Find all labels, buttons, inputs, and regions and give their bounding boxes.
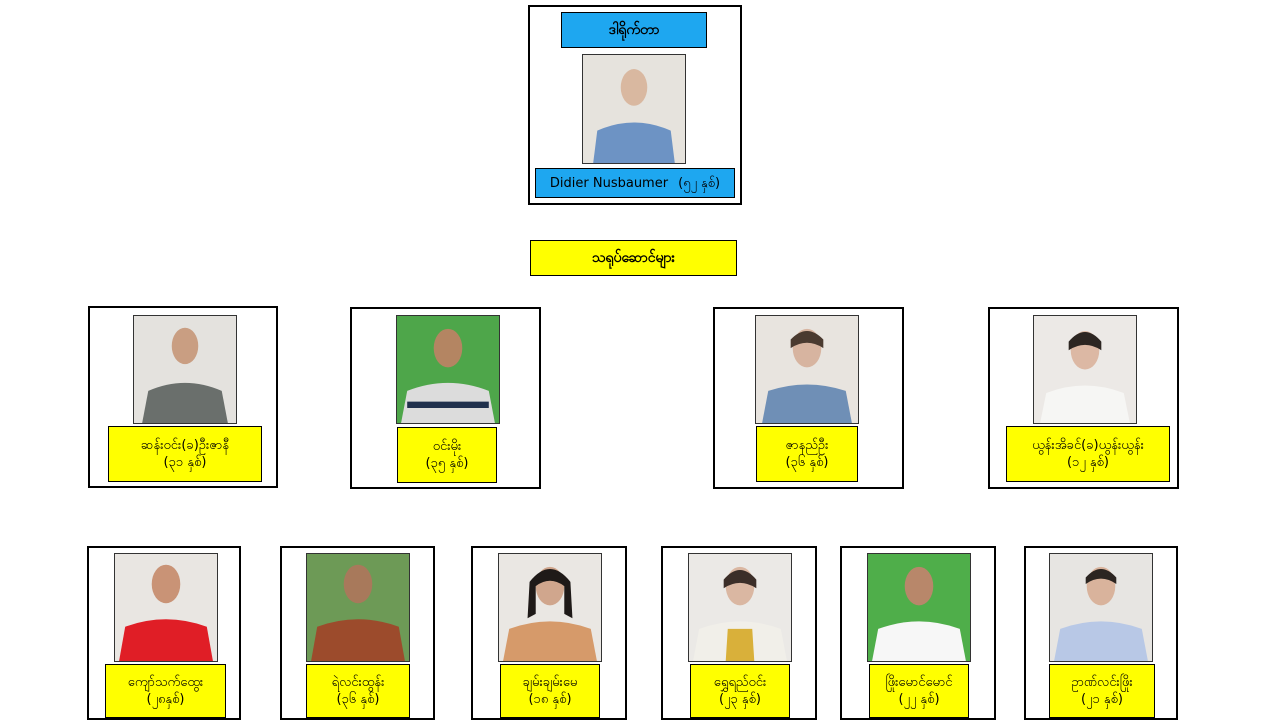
cast-label: ဆန်းဝင်း(ခ)ဦးဇာနီ (၃၁ နှစ်)	[108, 426, 262, 482]
person-photo-icon	[1050, 554, 1152, 661]
person-photo-icon	[583, 55, 685, 163]
director-card: ဒါရိုက်တာ Didier Nusbaumer (၅၂ နှစ်)	[528, 5, 742, 205]
director-photo	[582, 54, 686, 164]
cast-name: ဆန်းဝင်း(ခ)ဦးဇာနီ	[140, 438, 230, 453]
person-photo-icon	[307, 554, 409, 661]
cast-card-row1-2: ဝင်းမိုး (၃၅ နှစ်)	[350, 307, 541, 489]
cast-name: ဇာနည်ဦး	[785, 438, 829, 453]
person-photo-icon	[1034, 316, 1136, 423]
cast-photo	[114, 553, 218, 662]
director-age: (၅၂ နှစ်)	[678, 175, 721, 191]
cast-name: ဝင်းမိုး	[432, 439, 462, 454]
cast-name: ယွန်းအိခင်(ခ)ယွန်းယွန်း	[1032, 438, 1144, 453]
cast-card-row2-6: ဥာဏ်လင်းဖြိုး (၂၁ နှစ်)	[1024, 546, 1178, 720]
cast-age: (၁၂ နှစ်)	[1066, 455, 1109, 470]
cast-photo	[396, 315, 500, 424]
cast-card-row2-2: ရဲလင်းထွန်း (၃၆ နှစ်)	[280, 546, 435, 720]
cast-card-row2-3: ချမ်းချမ်းမေ (၁၈ နှစ်)	[471, 546, 627, 720]
cast-label: ယွန်းအိခင်(ခ)ယွန်းယွန်း (၁၂ နှစ်)	[1006, 426, 1170, 482]
cast-age: (၃၁ နှစ်)	[163, 455, 207, 470]
cast-name: ချမ်းချမ်းမေ	[522, 675, 578, 690]
cast-photo	[688, 553, 792, 662]
director-name: Didier Nusbaumer	[549, 175, 669, 191]
cast-age: (၃၅ နှစ်)	[425, 456, 469, 471]
cast-label: ချမ်းချမ်းမေ (၁၈ နှစ်)	[500, 664, 600, 718]
cast-photo	[1033, 315, 1137, 424]
cast-age: (၂၂ နှစ်)	[898, 692, 940, 707]
cast-name: ဖြိုးမောင်မောင်	[885, 675, 953, 690]
cast-name: ရဲလင်းထွန်း	[331, 675, 385, 690]
cast-photo	[133, 315, 237, 424]
cast-age: (၂၃ နှစ်)	[718, 692, 761, 707]
cast-name: ဥာဏ်လင်းဖြိုး	[1071, 675, 1133, 690]
cast-card-row2-4: ရွှေရည်ဝင်း (၂၃ နှစ်)	[661, 546, 817, 720]
director-name-label: Didier Nusbaumer (၅၂ နှစ်)	[535, 168, 735, 198]
cast-label: ဝင်းမိုး (၃၅ နှစ်)	[397, 427, 497, 483]
cast-label: ဇာနည်ဦး (၃၆ နှစ်)	[756, 426, 858, 482]
cast-label: ဖြိုးမောင်မောင် (၂၂ နှစ်)	[869, 664, 969, 718]
cast-card-row1-3: ဇာနည်ဦး (၃၆ နှစ်)	[713, 307, 904, 489]
cast-label: ရွှေရည်ဝင်း (၂၃ နှစ်)	[690, 664, 790, 718]
cast-card-row2-1: ကျော်သက်ထွေး (၂၈နှစ်)	[87, 546, 241, 720]
director-title: ဒါရိုက်တာ	[561, 12, 707, 48]
cast-photo	[498, 553, 602, 662]
cast-card-row2-5: ဖြိုးမောင်မောင် (၂၂ နှစ်)	[840, 546, 996, 720]
cast-photo	[755, 315, 859, 424]
cast-photo	[306, 553, 410, 662]
cast-age: (၃၆ နှစ်)	[336, 692, 380, 707]
cast-label: ဥာဏ်လင်းဖြိုး (၂၁ နှစ်)	[1049, 664, 1155, 718]
person-photo-icon	[115, 554, 217, 661]
cast-card-row1-4: ယွန်းအိခင်(ခ)ယွန်းယွန်း (၁၂ နှစ်)	[988, 307, 1179, 489]
person-photo-icon	[397, 316, 499, 423]
cast-name: ရွှေရည်ဝင်း	[713, 675, 767, 690]
cast-name: ကျော်သက်ထွေး	[127, 675, 204, 690]
cast-label: ရဲလင်းထွန်း (၃၆ နှစ်)	[306, 664, 410, 718]
cast-section-title: သရုပ်ဆောင်များ	[530, 240, 737, 276]
cast-age: (၁၈ နှစ်)	[528, 692, 572, 707]
cast-card-row1-1: ဆန်းဝင်း(ခ)ဦးဇာနီ (၃၁ နှစ်)	[88, 306, 278, 488]
cast-section-title-text: သရုပ်ဆောင်များ	[591, 249, 676, 266]
person-photo-icon	[756, 316, 858, 423]
cast-photo	[867, 553, 971, 662]
cast-age: (၂၁ နှစ်)	[1080, 692, 1123, 707]
person-photo-icon	[134, 316, 236, 423]
person-photo-icon	[868, 554, 970, 661]
cast-photo	[1049, 553, 1153, 662]
director-title-text: ဒါရိုက်တာ	[608, 21, 660, 38]
cast-label: ကျော်သက်ထွေး (၂၈နှစ်)	[105, 664, 226, 718]
person-photo-icon	[499, 554, 601, 661]
cast-age: (၃၆ နှစ်)	[785, 455, 829, 470]
cast-age: (၂၈နှစ်)	[146, 692, 185, 707]
person-photo-icon	[689, 554, 791, 661]
